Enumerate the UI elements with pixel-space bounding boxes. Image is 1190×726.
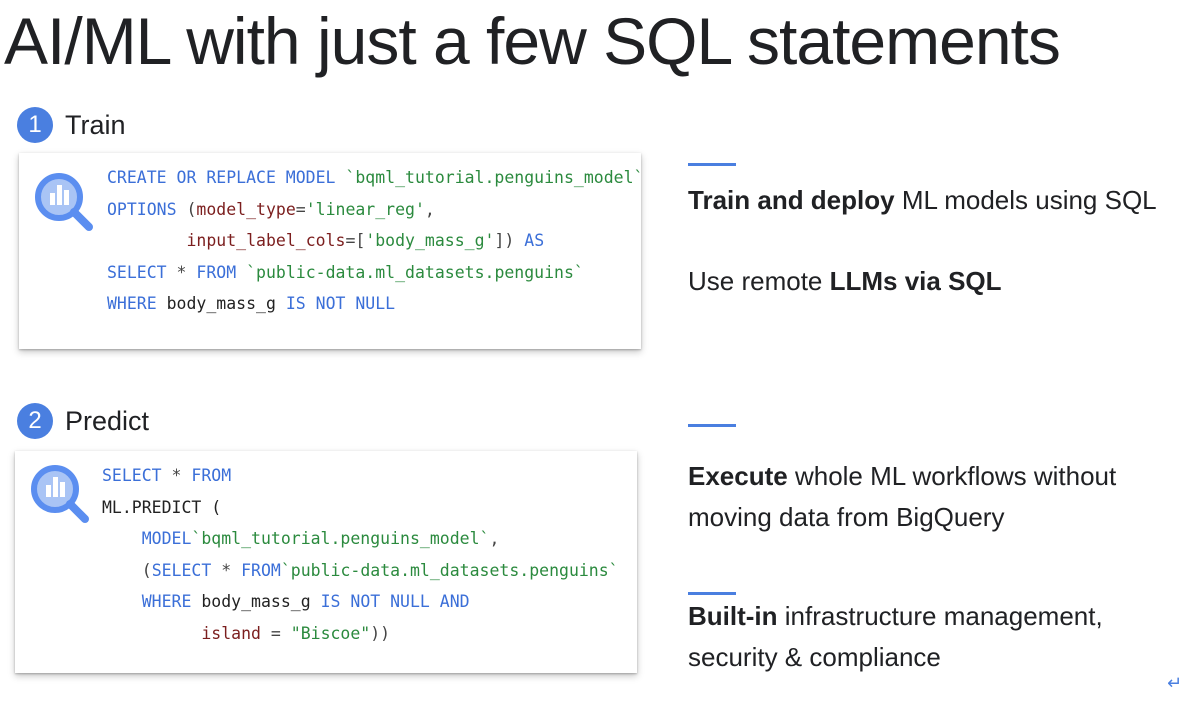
code-token: WHERE [141, 592, 202, 611]
code-token [107, 231, 186, 250]
point-train-deploy: Train and deploy ML models using SQL [688, 180, 1157, 221]
code-line: input_label_cols=['body_mass_g']) AS [107, 225, 643, 257]
code-token: * [221, 560, 242, 580]
step-number-badge: 2 [17, 403, 53, 439]
code-token: SELECT [151, 560, 222, 580]
step-predict-heading: 2 Predict [17, 403, 149, 439]
step-train-heading: 1 Train [17, 107, 126, 143]
code-line: ML.PREDICT ( [102, 492, 619, 524]
code-token: model_type [196, 199, 296, 219]
bigquery-icon [31, 465, 89, 523]
point-bold: Train and deploy [688, 185, 895, 215]
code-token: `public-data.ml_datasets.penguins` [280, 560, 619, 580]
code-token: CREATE OR REPLACE MODEL [107, 168, 346, 187]
code-token: FROM [241, 560, 281, 580]
code-token: FROM [191, 466, 232, 485]
point-bold: Execute [688, 461, 788, 491]
code-token: "Biscoe" [290, 623, 371, 643]
step-number-badge: 1 [17, 107, 53, 143]
slide-title: AI/ML with just a few SQL statements [4, 4, 1061, 78]
code-token: body_mass_g [201, 592, 321, 611]
code-token [102, 529, 142, 548]
divider-dash [688, 592, 736, 595]
code-token: SELECT [107, 262, 177, 282]
code-token [102, 592, 142, 611]
code-line: island = "Biscoe")) [102, 618, 619, 650]
bigquery-icon [35, 173, 93, 231]
code-token: ]) [494, 231, 525, 250]
point-text: ML models using SQL [894, 185, 1157, 215]
code-token: , [424, 199, 435, 219]
code-token: `bqml_tutorial.penguins_model` [345, 168, 644, 187]
step-label: Predict [65, 405, 150, 436]
code-line: SELECT * FROM [102, 460, 619, 492]
code-token: island [201, 623, 261, 643]
code-token: AS [524, 231, 545, 250]
point-text: Use remote [688, 266, 830, 296]
code-token: OPTIONS [107, 199, 187, 219]
code-token: `public-data.ml_datasets.penguins` [246, 262, 584, 282]
code-token: IS NOT NULL AND [320, 592, 470, 611]
code-token: ML.PREDICT ( [102, 497, 222, 517]
point-execute: Execute whole ML workflows without movin… [688, 456, 1168, 538]
code-token: )) [370, 623, 391, 643]
code-line: WHERE body_mass_g IS NOT NULL [107, 288, 643, 320]
code-token: = [260, 623, 291, 643]
code-token [102, 624, 201, 643]
train-sql-code: CREATE OR REPLACE MODEL `bqml_tutorial.p… [107, 162, 643, 320]
point-text: infrastructure management, security & co… [688, 601, 1103, 672]
code-token: `bqml_tutorial.penguins_model` [191, 529, 490, 548]
code-line: OPTIONS (model_type='linear_reg', [107, 194, 643, 226]
point-built-in: Built-in infrastructure management, secu… [688, 596, 1168, 678]
code-token: 'linear_reg' [305, 199, 425, 219]
predict-sql-code: SELECT * FROM ML.PREDICT ( MODEL`bqml_tut… [102, 460, 619, 649]
code-line: SELECT * FROM `public-data.ml_datasets.p… [107, 257, 643, 289]
code-token: WHERE [107, 294, 167, 313]
point-text: whole ML workflows without moving data f… [688, 461, 1117, 532]
code-line: CREATE OR REPLACE MODEL `bqml_tutorial.p… [107, 162, 643, 194]
code-token [102, 561, 142, 580]
predict-code-card: SELECT * FROM ML.PREDICT ( MODEL`bqml_tut… [15, 451, 637, 673]
point-bold: Built-in [688, 601, 778, 631]
code-token: input_label_cols [186, 231, 346, 250]
code-token: , [489, 529, 500, 548]
code-token: =[ [345, 231, 366, 250]
point-bold: LLMs via SQL [829, 266, 1002, 296]
step-label: Train [65, 109, 126, 140]
code-token: body_mass_g [166, 294, 286, 313]
code-token: IS NOT NULL [285, 294, 396, 313]
code-line: MODEL`bqml_tutorial.penguins_model`, [102, 523, 619, 555]
code-token: = [295, 199, 306, 219]
code-token: * [176, 262, 197, 282]
divider-dash [688, 424, 736, 427]
train-code-card: CREATE OR REPLACE MODEL `bqml_tutorial.p… [19, 153, 643, 349]
code-line: WHERE body_mass_g IS NOT NULL AND [102, 586, 619, 618]
code-token: FROM [196, 262, 247, 282]
code-token: * [171, 466, 192, 485]
code-token: SELECT [102, 466, 172, 485]
code-token: ( [141, 560, 152, 580]
code-token: MODEL [141, 529, 192, 548]
enter-icon: ↵ [1167, 673, 1183, 693]
point-remote-llms: Use remote LLMs via SQL [688, 261, 1002, 302]
code-token: ( [186, 199, 197, 219]
divider-dash [688, 163, 736, 166]
code-line: (SELECT * FROM`public-data.ml_datasets.p… [102, 555, 619, 587]
code-token: 'body_mass_g' [365, 231, 495, 250]
